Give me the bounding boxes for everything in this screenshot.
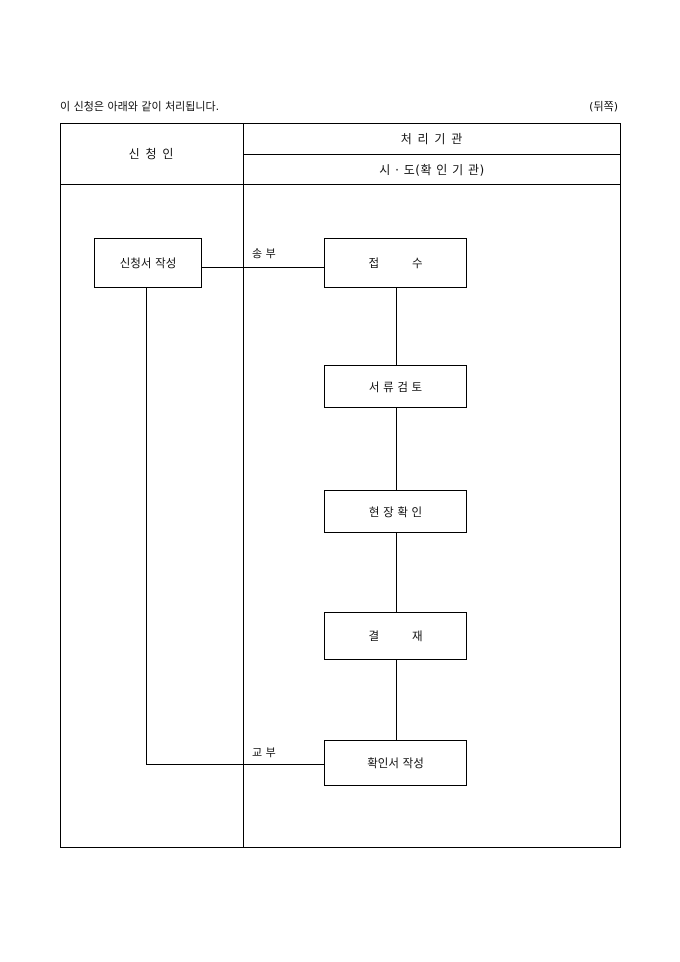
return-label: 교 부 [252, 746, 276, 759]
step-receipt: 접 수 [324, 238, 467, 288]
page-side-note: (뒤쪽) [589, 100, 618, 113]
return-connector [146, 764, 324, 765]
step-application-writing: 신청서 작성 [94, 238, 202, 288]
flow-line-1 [396, 288, 397, 365]
agency-column-subheader: 시 · 도(확 인 기 관) [379, 162, 485, 177]
step-site-inspection: 현 장 확 인 [324, 490, 467, 533]
header-sub-line [243, 154, 621, 155]
step-document-review: 서 류 검 토 [324, 365, 467, 408]
process-table [60, 123, 621, 848]
applicant-return-line [146, 288, 147, 765]
agency-column-header: 처 리 기 관 [400, 132, 464, 146]
flow-line-3 [396, 533, 397, 612]
column-divider [243, 123, 244, 848]
step-approval: 결 재 [324, 612, 467, 660]
header-bottom-line [60, 184, 621, 185]
flow-line-4 [396, 660, 397, 740]
step-certificate-writing: 확인서 작성 [324, 740, 467, 786]
applicant-column-header: 신 청 인 [128, 147, 175, 161]
send-label: 송 부 [252, 247, 276, 260]
intro-text: 이 신청은 아래와 같이 처리됩니다. [60, 100, 220, 113]
send-connector [202, 267, 324, 268]
flow-line-2 [396, 408, 397, 490]
